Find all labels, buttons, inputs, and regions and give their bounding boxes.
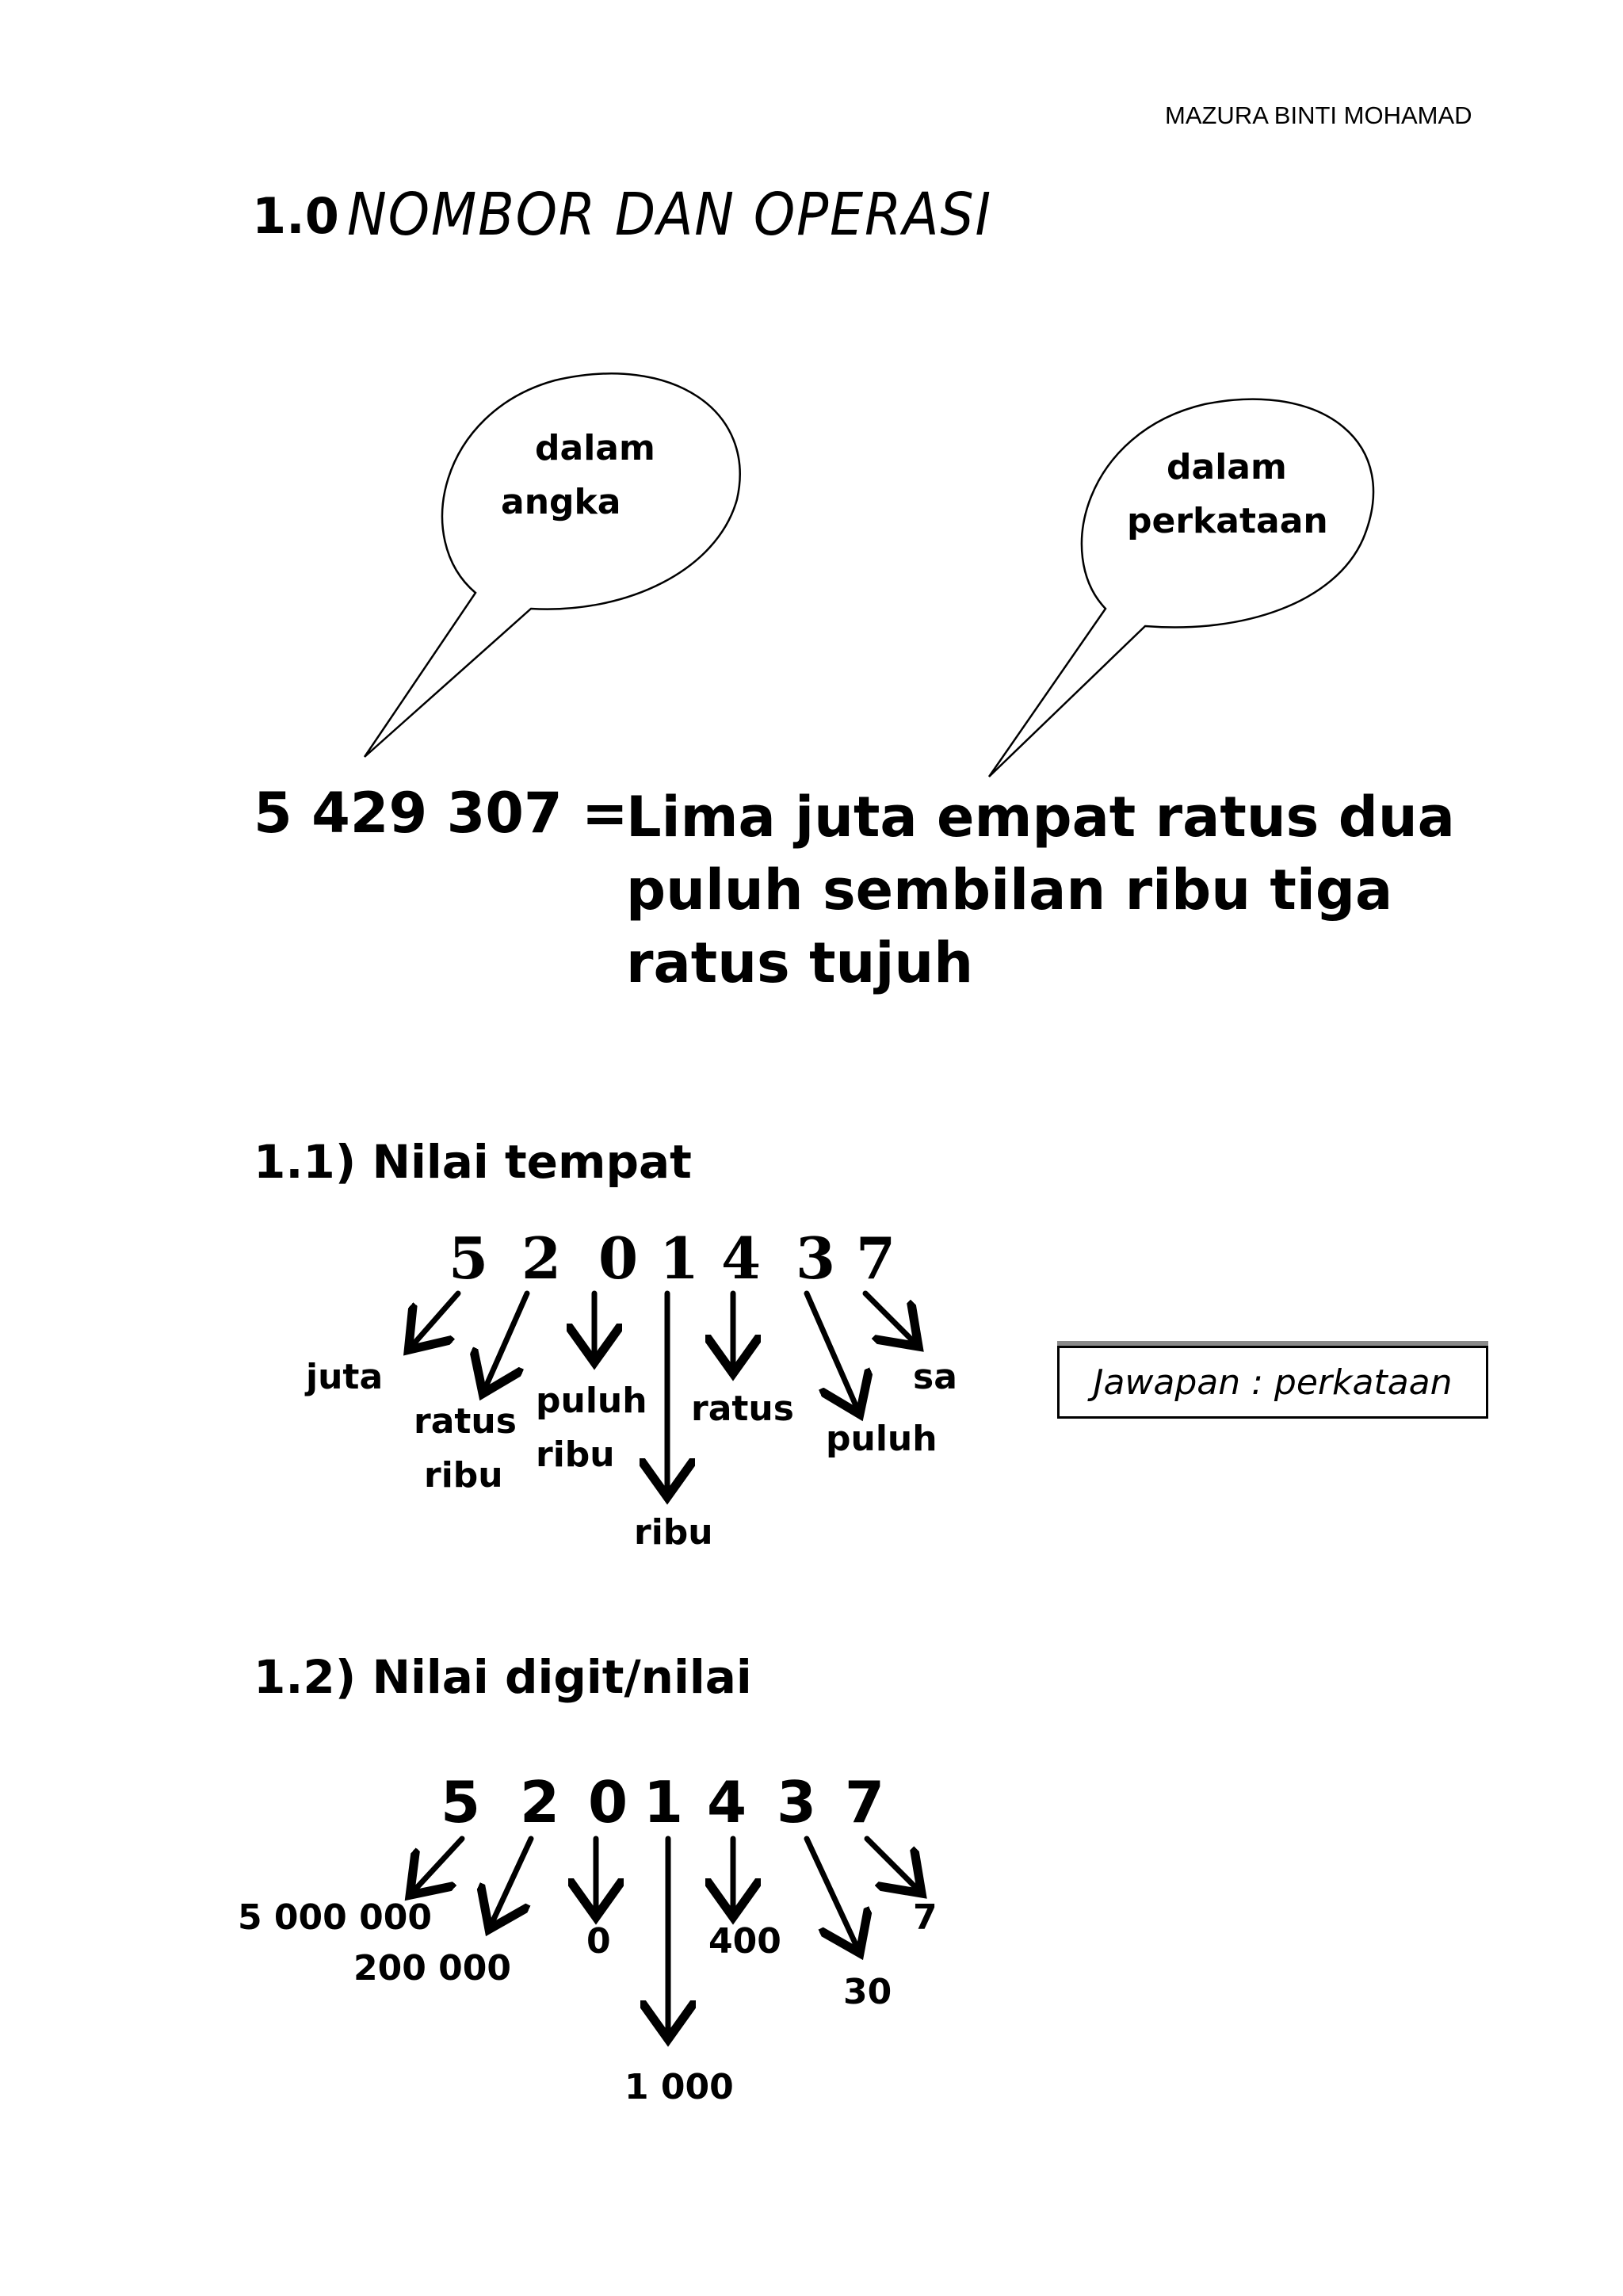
author-name: MAZURA BINTI MOHAMAD <box>1165 101 1472 129</box>
label-ribu: ribu <box>634 1512 713 1553</box>
pv-digit: 3 <box>796 1224 836 1292</box>
pv-digit: 4 <box>721 1224 762 1292</box>
pv-digit: 7 <box>856 1224 896 1292</box>
label-puluh-ribu-2: ribu <box>536 1435 615 1475</box>
pv-digit: 2 <box>521 1224 562 1292</box>
chapter-number: 1.0 <box>252 187 339 245</box>
pv-digit: 5 <box>449 1224 489 1292</box>
heading-digit-value: 1.2) Nilai digit/nilai <box>254 1650 752 1704</box>
bubble-left-line1: dalam <box>535 428 655 468</box>
dv-digit: 5 <box>441 1769 481 1836</box>
answer-box: Jawapan : perkataan <box>1057 1346 1488 1419</box>
bubble-left-line2: angka <box>501 482 621 522</box>
value-hundreds: 400 <box>708 1921 781 1962</box>
label-sa: sa <box>913 1357 957 1397</box>
dv-digit: 0 <box>588 1769 628 1836</box>
value-thousands: 1 000 <box>624 2067 734 2107</box>
pv-digit: 0 <box>598 1224 639 1292</box>
digit-value-arrows <box>414 1836 918 2034</box>
value-hundred-thousands: 200 000 <box>353 1948 512 1988</box>
bubble-right-line2: perkataan <box>1127 501 1328 541</box>
dv-digit: 1 <box>643 1769 684 1836</box>
speech-bubble-right <box>987 398 1375 777</box>
number-in-digits: 5 429 307 = <box>254 781 628 846</box>
label-ratus-ribu-2: ribu <box>424 1455 503 1496</box>
label-ratus: ratus <box>691 1389 794 1429</box>
speech-bubble-left <box>363 372 741 758</box>
heading-place-value: 1.1) Nilai tempat <box>254 1135 692 1189</box>
place-value-arrows <box>412 1290 915 1492</box>
dv-digit: 7 <box>845 1769 885 1836</box>
value-ones: 7 <box>913 1897 938 1938</box>
pv-digit: 1 <box>659 1224 700 1292</box>
dv-digit: 2 <box>520 1769 560 1836</box>
label-ratus-ribu-1: ratus <box>414 1401 517 1442</box>
label-puluh-ribu-1: puluh <box>536 1381 647 1421</box>
label-puluh: puluh <box>826 1419 938 1459</box>
value-ten-thousands: 0 <box>586 1921 611 1962</box>
chapter-title: NOMBOR DAN OPERASI <box>347 181 992 249</box>
value-millions: 5 000 000 <box>238 1897 432 1938</box>
dv-digit: 4 <box>707 1769 747 1836</box>
bubble-right-line1: dalam <box>1167 447 1287 487</box>
dv-digit: 3 <box>777 1769 817 1836</box>
label-juta: juta <box>306 1357 384 1397</box>
value-tens: 30 <box>843 1972 892 2012</box>
number-in-words: Lima juta empat ratus dua puluh sembilan… <box>626 785 1455 995</box>
